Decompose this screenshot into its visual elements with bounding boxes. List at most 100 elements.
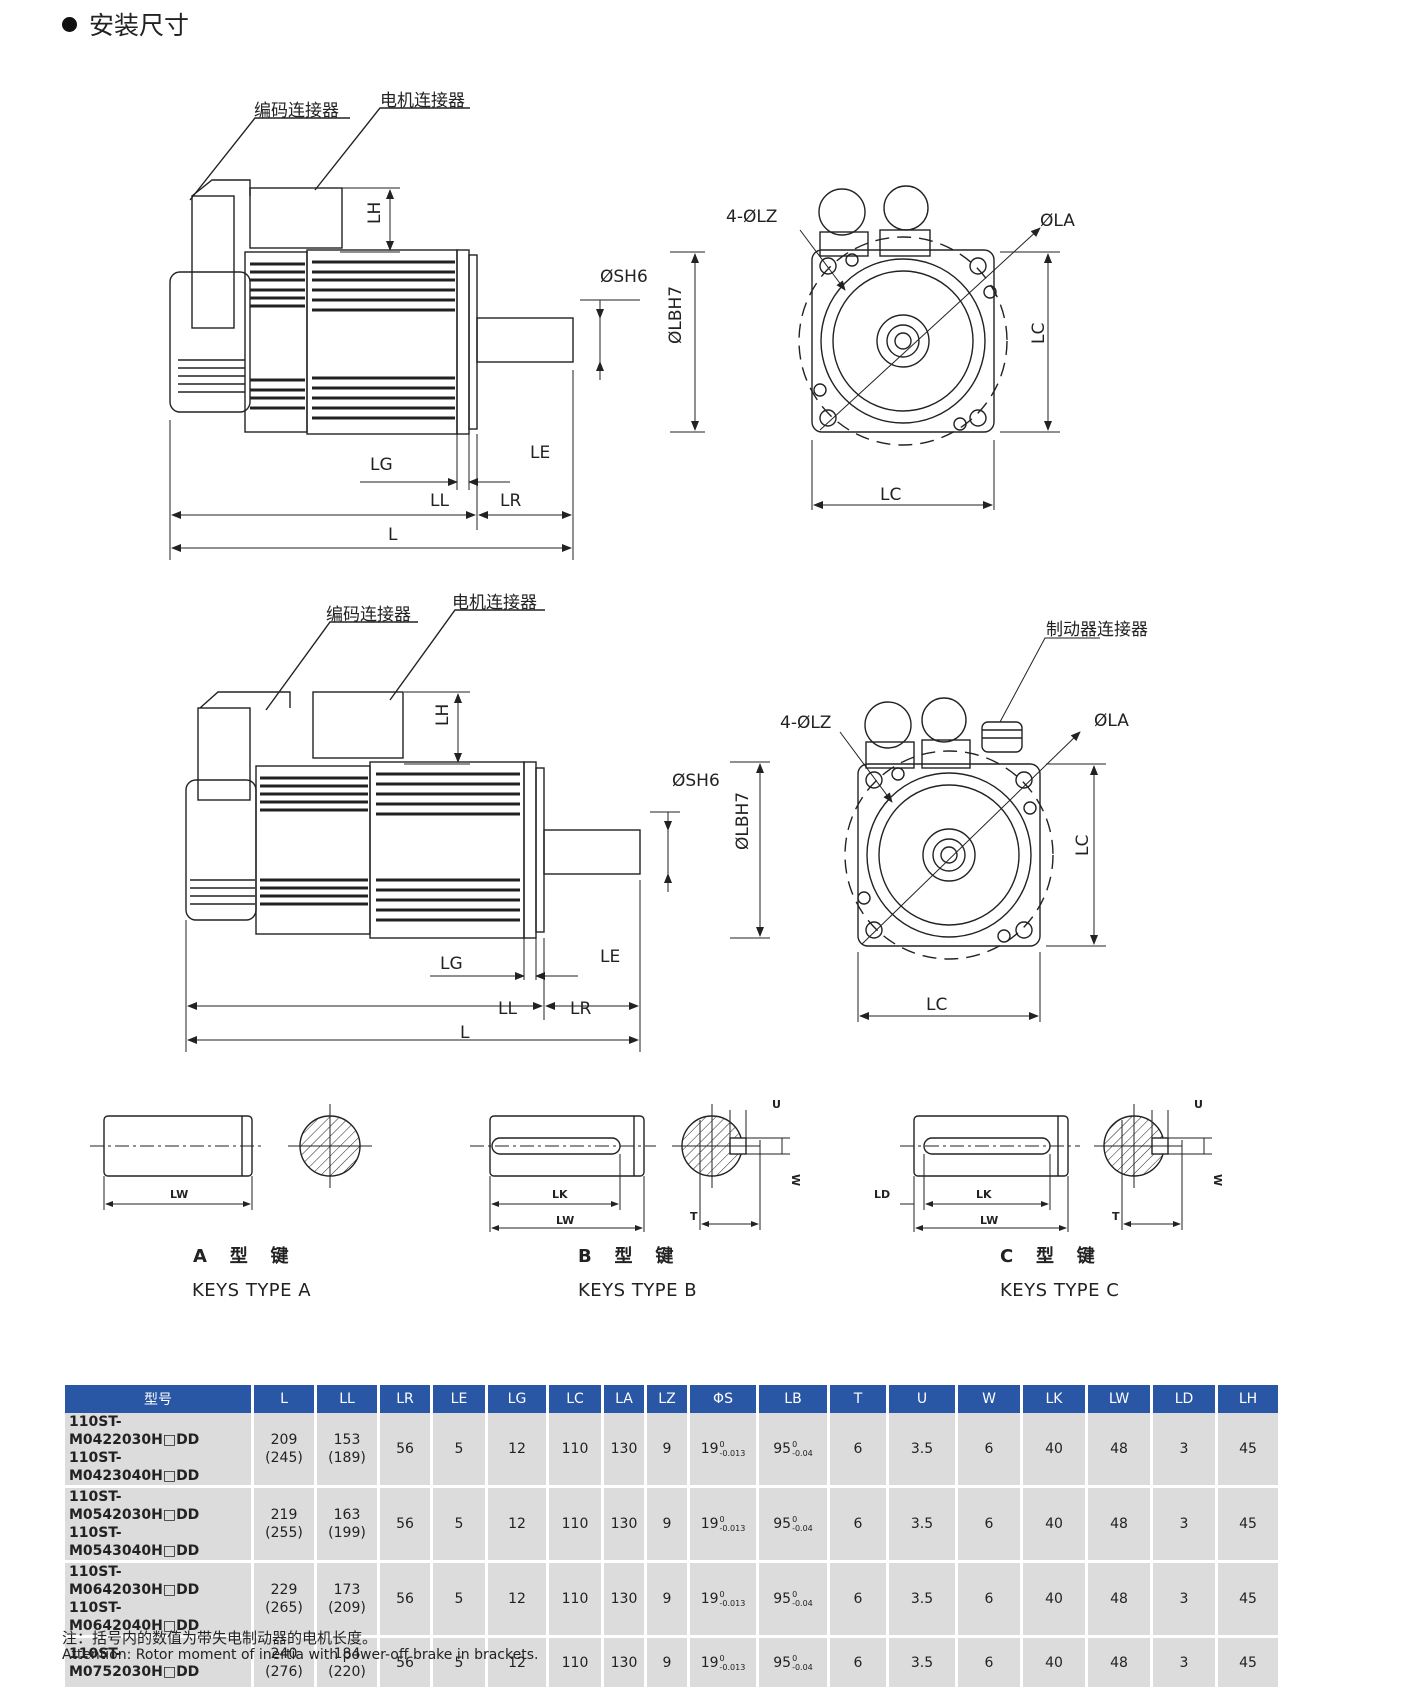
le-cell: 5 [433,1638,485,1690]
tolerance-value: -0.04 [792,1449,813,1458]
lc-cell: 110 [549,1563,601,1638]
key-a-caption-cn: A 型 键 [193,1245,290,1267]
col-header: LC [549,1385,601,1413]
ld-cell: 3 [1153,1638,1215,1690]
key-c-dim-lk: LK [976,1188,992,1201]
model-name: 110ST-M0642040H□DD [69,1600,200,1634]
lz-cell: 9 [647,1488,687,1563]
lc-cell: 110 [549,1638,601,1690]
col-header: 型号 [65,1385,251,1413]
key-b-shaft [470,1104,790,1232]
key-b-dim-t: T [690,1210,698,1223]
ll-value: (209) [328,1600,366,1616]
ll-value: 153 [333,1432,361,1448]
key-c-dim-w: W [1211,1174,1224,1186]
dim-lg: LG [370,455,393,475]
col-header: LB [759,1385,827,1413]
lr-cell: 56 [380,1563,430,1638]
la-cell: 130 [604,1638,644,1690]
motor-drawing-brake: 编码连接器 电机连接器 LH ØSH6 ØLBH7 LG LE LL LR L … [185,593,1148,1052]
col-header: LW [1088,1385,1150,1413]
tolerance-value: 0 [792,1590,798,1599]
lk-cell: 40 [1023,1413,1085,1488]
s-tolerance: 0-0.013 [720,1440,746,1458]
le-cell: 5 [433,1488,485,1563]
s-tolerance: 0-0.013 [720,1654,746,1672]
w-cell: 6 [958,1638,1020,1690]
s-value: 19 [700,1591,719,1607]
t-cell: 6 [830,1488,886,1563]
dim-l: L [388,525,398,545]
lb-tolerance: 0-0.04 [792,1654,813,1672]
table-header-row: 型号 L LL LR LE LG LC LA LZ ΦS LB T U W LK… [65,1385,1278,1413]
key-a-dim-lw: LW [170,1188,188,1201]
tolerance-value: 0 [719,1515,725,1524]
model-name: 110ST-M0422030H□DD [69,1414,200,1448]
s-value: 19 [700,1516,719,1532]
tolerance-value: 0 [719,1653,725,1663]
t-cell: 6 [830,1413,886,1488]
lr-cell: 56 [380,1488,430,1563]
ll-value: 163 [333,1507,361,1523]
key-c-caption-en: KEYS TYPE C [1000,1280,1119,1301]
lb-value: 95 [773,1516,792,1532]
lg-cell: 12 [488,1413,546,1488]
ll-value: (220) [328,1663,366,1680]
l-cell: 209(245) [254,1413,314,1488]
lh-cell: 45 [1218,1638,1278,1690]
dim-lz: 4-ØLZ [726,207,777,227]
lk-cell: 40 [1023,1488,1085,1563]
ll-cell: 173(209) [317,1563,377,1638]
dim-lh: LH [365,202,385,224]
col-header: L [254,1385,314,1413]
dim-lz-2: 4-ØLZ [780,713,831,733]
section-heading: 安装尺寸 [62,6,189,42]
bullet-icon [62,16,77,32]
l-cell: 229(265) [254,1563,314,1638]
lw-cell: 48 [1088,1413,1150,1488]
lr-cell: 56 [380,1638,430,1690]
col-header: U [889,1385,955,1413]
lw-cell: 48 [1088,1488,1150,1563]
lr-cell: 56 [380,1413,430,1488]
encoder-connector-label-2: 编码连接器 [326,605,411,625]
dim-lr: LR [500,491,521,511]
u-cell: 3.5 [889,1563,955,1638]
t-cell: 6 [830,1638,886,1690]
tolerance-value: 0 [719,1590,725,1599]
lg-cell: 12 [488,1563,546,1638]
dim-lc-horizontal: LC [880,485,901,505]
dim-lg-2: LG [440,954,463,974]
w-cell: 6 [958,1488,1020,1563]
lh-cell: 45 [1218,1488,1278,1563]
l-value: 240 [270,1645,298,1662]
key-b-caption-en: KEYS TYPE B [578,1280,697,1301]
lw-cell: 48 [1088,1563,1150,1638]
tolerance-value: -0.04 [792,1524,813,1533]
le-cell: 5 [433,1563,485,1638]
ld-cell: 3 [1153,1563,1215,1638]
dim-lbh7: ØLBH7 [666,286,686,344]
lh-cell: 45 [1218,1563,1278,1638]
brake-connector-label: 制动器连接器 [1046,620,1148,640]
ld-cell: 3 [1153,1413,1215,1488]
lz-cell: 9 [647,1563,687,1638]
lh-cell: 45 [1218,1413,1278,1488]
dim-lh-2: LH [433,704,453,726]
col-header: LE [433,1385,485,1413]
tolerance-value: 0 [792,1440,798,1449]
t-cell: 6 [830,1563,886,1638]
col-header: LR [380,1385,430,1413]
lb-tolerance: 0-0.04 [792,1440,813,1458]
col-header: LK [1023,1385,1085,1413]
motor-connector-label: 电机连接器 [380,91,465,111]
u-cell: 3.5 [889,1413,955,1488]
